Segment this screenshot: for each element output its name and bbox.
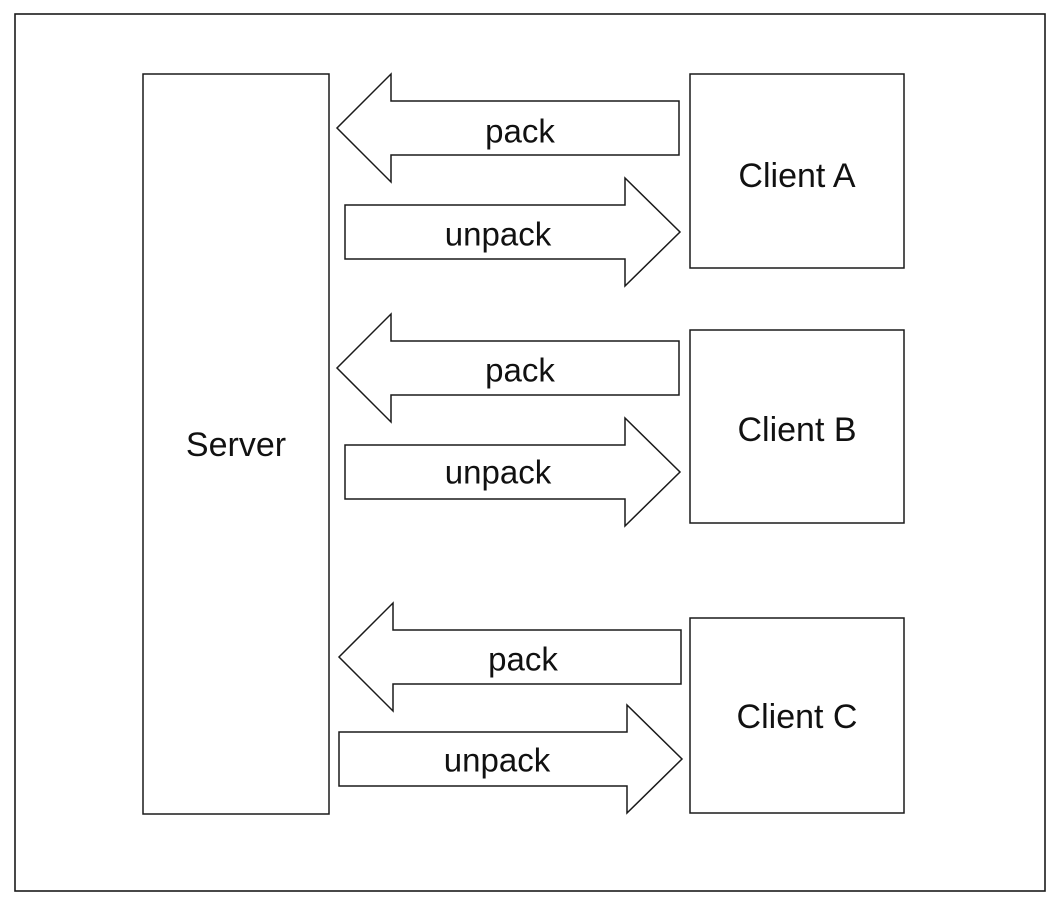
- client-b-node: Client B: [689, 329, 905, 524]
- unpack-arrow-a-label: unpack: [445, 216, 552, 253]
- pack-arrow-c-label: pack: [488, 641, 558, 678]
- client-c-node: Client C: [689, 617, 905, 814]
- unpack-arrow-b-label: unpack: [445, 454, 552, 491]
- unpack-arrow-a: unpack: [344, 176, 682, 288]
- client-b-label: Client B: [737, 411, 856, 449]
- unpack-arrow-c: unpack: [338, 703, 684, 815]
- pack-arrow-a: pack: [335, 72, 680, 184]
- pack-arrow-b-label: pack: [485, 352, 555, 389]
- pack-arrow-a-label: pack: [485, 113, 555, 150]
- client-a-node: Client A: [689, 73, 905, 269]
- unpack-arrow-b: unpack: [344, 416, 682, 528]
- server-node: Server: [142, 73, 330, 815]
- client-a-label: Client A: [738, 157, 855, 195]
- pack-arrow-c: pack: [337, 601, 682, 713]
- server-label: Server: [186, 426, 286, 464]
- client-c-label: Client C: [737, 698, 858, 736]
- pack-arrow-b: pack: [335, 312, 680, 424]
- unpack-arrow-c-label: unpack: [444, 742, 551, 779]
